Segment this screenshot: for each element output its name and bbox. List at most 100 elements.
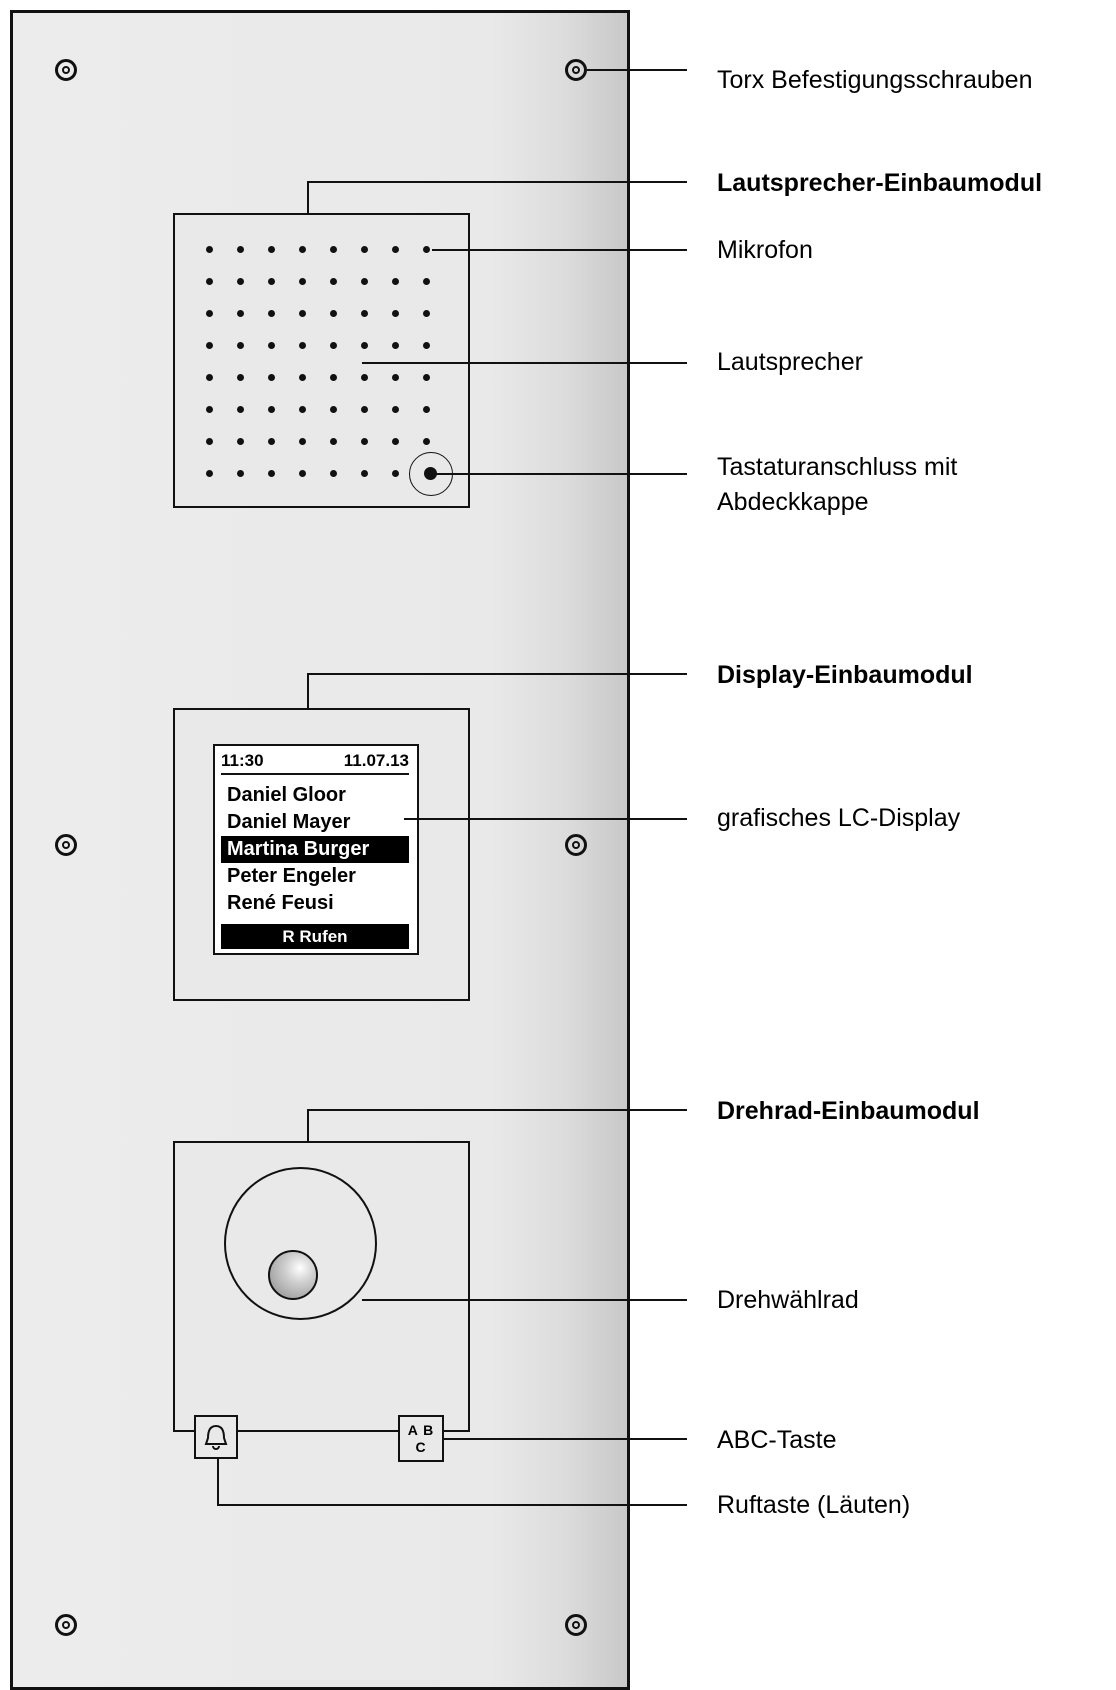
- speaker-hole: [299, 470, 306, 477]
- speaker-hole: [237, 342, 244, 349]
- speaker-hole: [268, 342, 275, 349]
- label-lcd: grafisches LC-Display: [717, 804, 961, 832]
- speaker-hole: [299, 342, 306, 349]
- speaker-hole: [237, 374, 244, 381]
- leader-display-module-h: [307, 673, 687, 675]
- leader-call-button-v: [217, 1459, 219, 1506]
- speaker-hole: [392, 310, 399, 317]
- label-call-button: Ruftaste (Läuten): [717, 1491, 911, 1519]
- speaker-hole: [299, 278, 306, 285]
- speaker-hole: [299, 310, 306, 317]
- label-screws: Torx Befestigungsschrauben: [717, 66, 1033, 94]
- abc-key-line1: A B: [407, 1422, 435, 1438]
- label-speaker-module: Lautsprecher-Einbaumodul: [717, 169, 1043, 197]
- speaker-hole: [237, 438, 244, 445]
- lcd-softkey: R Rufen: [221, 924, 409, 949]
- speaker-hole: [206, 246, 213, 253]
- screw-icon: [565, 834, 587, 856]
- speaker-hole: [361, 342, 368, 349]
- leader-abc-key: [444, 1438, 687, 1440]
- speaker-hole: [206, 342, 213, 349]
- speaker-hole: [237, 406, 244, 413]
- leader-wheel-module-h: [307, 1109, 687, 1111]
- leader-wheel-module-v: [307, 1109, 309, 1141]
- speaker-hole: [330, 278, 337, 285]
- speaker-hole: [423, 374, 430, 381]
- speaker-hole: [423, 278, 430, 285]
- lcd-entry: René Feusi: [227, 892, 334, 914]
- label-display-module: Display-Einbaumodul: [717, 661, 973, 689]
- label-keypad-jack-1: Tastaturanschluss mit: [717, 453, 958, 481]
- leader-speaker: [362, 362, 687, 364]
- speaker-hole: [268, 374, 275, 381]
- speaker-hole: [330, 406, 337, 413]
- speaker-hole: [423, 438, 430, 445]
- speaker-hole: [392, 278, 399, 285]
- speaker-hole: [237, 246, 244, 253]
- speaker-hole: [237, 278, 244, 285]
- speaker-hole: [330, 374, 337, 381]
- speaker-hole: [361, 310, 368, 317]
- speaker-hole: [206, 278, 213, 285]
- call-button[interactable]: [194, 1415, 238, 1459]
- screw-icon: [565, 59, 587, 81]
- label-keypad-jack-2: Abdeckkappe: [717, 488, 869, 516]
- lcd-time: 11:30: [221, 751, 264, 770]
- speaker-hole: [392, 342, 399, 349]
- lcd-entry: Peter Engeler: [227, 865, 356, 887]
- abc-key-line2: C: [415, 1439, 427, 1455]
- label-abc-key: ABC-Taste: [717, 1426, 837, 1454]
- speaker-hole: [392, 246, 399, 253]
- lc-display: 11:30 11.07.13 Daniel Gloor Daniel Mayer…: [213, 744, 419, 955]
- speaker-hole: [299, 374, 306, 381]
- screw-icon: [55, 59, 77, 81]
- speaker-hole: [330, 438, 337, 445]
- speaker-hole: [361, 470, 368, 477]
- screw-icon: [55, 1614, 77, 1636]
- screw-icon: [55, 834, 77, 856]
- speaker-hole: [392, 470, 399, 477]
- speaker-hole: [237, 470, 244, 477]
- leader-call-button-h: [217, 1504, 687, 1506]
- speaker-hole: [206, 374, 213, 381]
- speaker-hole: [330, 470, 337, 477]
- label-wheel-module: Drehrad-Einbaumodul: [717, 1097, 980, 1125]
- leader-display-module-v: [307, 673, 309, 708]
- speaker-hole: [392, 406, 399, 413]
- leader-lcd: [404, 818, 687, 820]
- speaker-hole: [268, 470, 275, 477]
- speaker-hole: [361, 406, 368, 413]
- label-wheel: Drehwählrad: [717, 1286, 859, 1314]
- speaker-hole: [206, 406, 213, 413]
- leader-microphone: [432, 249, 687, 251]
- lcd-header: 11:30 11.07.13: [221, 751, 409, 775]
- label-speaker: Lautsprecher: [717, 348, 863, 376]
- speaker-hole: [361, 374, 368, 381]
- leader-speaker-module-h: [307, 181, 687, 183]
- leader-keypad-jack: [430, 473, 687, 475]
- lcd-entry-selected: Martina Burger: [221, 836, 409, 863]
- abc-button[interactable]: A B C: [398, 1415, 444, 1462]
- speaker-hole: [423, 406, 430, 413]
- speaker-hole: [206, 470, 213, 477]
- wheel-knob[interactable]: [268, 1250, 318, 1300]
- speaker-hole: [299, 406, 306, 413]
- leader-speaker-module-v: [307, 181, 309, 213]
- speaker-hole: [206, 310, 213, 317]
- bell-icon: [204, 1424, 228, 1450]
- speaker-hole: [330, 310, 337, 317]
- speaker-hole: [361, 278, 368, 285]
- speaker-hole: [423, 342, 430, 349]
- screw-icon: [565, 1614, 587, 1636]
- speaker-hole: [299, 438, 306, 445]
- speaker-hole: [423, 246, 430, 253]
- leader-screws: [587, 69, 687, 71]
- lcd-entry: Daniel Mayer: [227, 811, 351, 833]
- label-microphone: Mikrofon: [717, 236, 813, 264]
- speaker-hole: [361, 438, 368, 445]
- speaker-hole: [206, 438, 213, 445]
- lcd-entry: Daniel Gloor: [227, 784, 346, 806]
- speaker-hole: [330, 246, 337, 253]
- speaker-hole: [423, 310, 430, 317]
- speaker-hole: [330, 342, 337, 349]
